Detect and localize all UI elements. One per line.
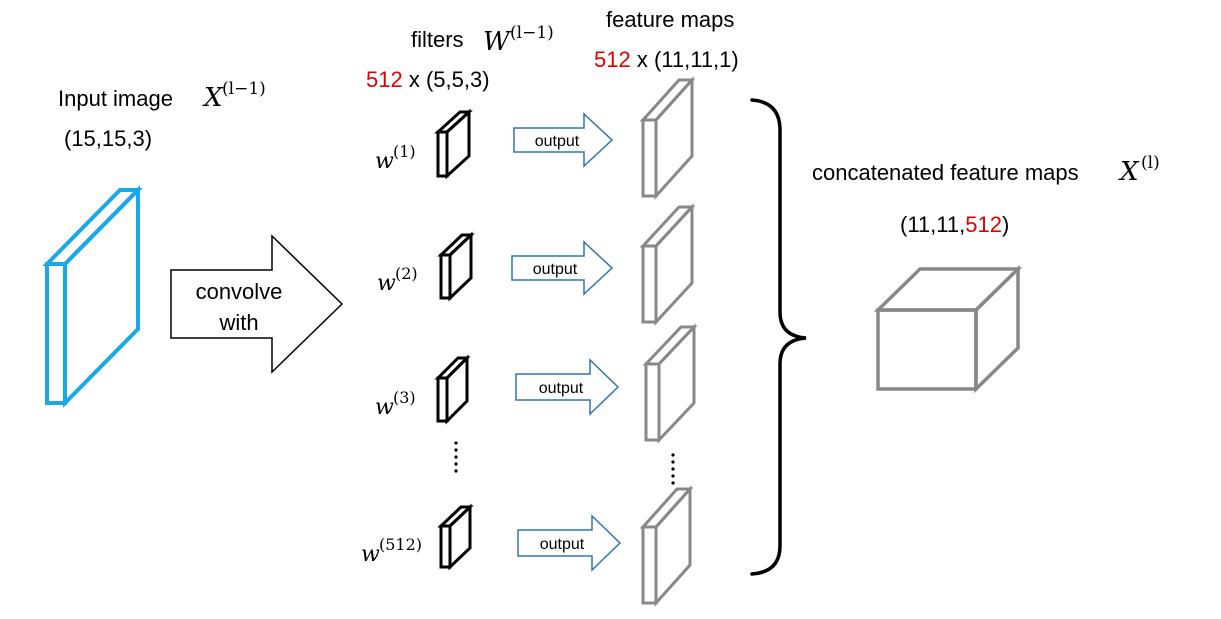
concat-symbol: X [1118,157,1140,187]
filters-ellipsis [454,441,458,473]
output-label: output [535,133,580,150]
filters-dims: 512 x (5,5,3) [366,67,490,92]
input-dims: (15,15,3) [64,126,152,151]
filter-row-1: w (1) output [375,76,696,200]
feature-map [642,323,698,444]
filter-superscript: (3) [393,388,416,407]
concatenated-cube [873,264,1023,394]
output-label: output [533,261,578,278]
filter-symbol: w [375,149,394,174]
convolve-arrow: convolve with [170,234,344,374]
input-image-slab [42,185,143,408]
filters-superscript: (l−1) [510,23,554,43]
convolve-label-line1: convolve [196,279,283,304]
filter-superscript: (1) [393,142,416,161]
filter-superscript: (512) [379,535,422,554]
filters-label: filters [411,27,464,52]
feature-map [639,485,694,607]
filter-kernel [434,108,473,180]
output-arrow: output [515,358,620,416]
filters-symbol: W [483,27,512,57]
output-arrow: output [511,240,614,296]
concat-dims: (11,11,512) [900,212,1009,237]
output-arrow: output [517,514,622,572]
concat-superscript: (l) [1141,153,1160,173]
filter-row-3: w (3) output [375,323,698,444]
feature-map [639,76,696,200]
feature-map [639,203,696,326]
input-superscript: (l−1) [222,79,266,99]
filter-row-2: w (2) output [377,203,696,326]
feature-maps-dims: 512 x (11,11,1) [594,47,739,72]
output-label: output [540,536,585,553]
filter-kernel [434,354,471,425]
concatenation-brace [750,98,807,576]
filter-row-512: w (512) output [361,485,694,607]
filter-symbol: w [361,542,380,567]
input-label: Input image [58,86,173,111]
feature-maps-ellipsis [671,453,675,485]
filter-symbol: w [375,395,394,420]
output-arrow: output [513,112,614,168]
concat-label: concatenated feature maps [812,160,1079,185]
filter-symbol: w [377,271,396,296]
filter-kernel [437,503,474,571]
filter-superscript: (2) [395,264,418,283]
output-label: output [539,380,584,397]
feature-maps-label: feature maps [606,7,734,32]
convolve-label-line2: with [218,310,258,335]
filter-kernel [437,231,475,302]
input-symbol: X [202,83,224,113]
